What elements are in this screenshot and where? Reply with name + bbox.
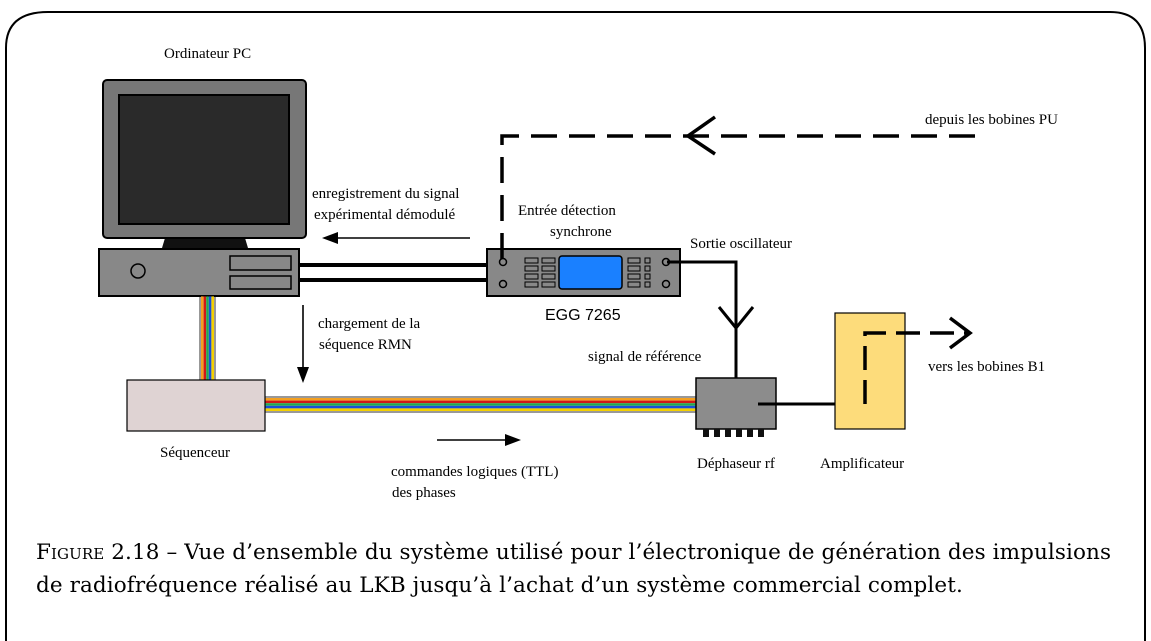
caption-separator: – [159, 540, 185, 565]
label-to-b1-coils: vers les bobines B1 [928, 359, 1045, 375]
ribbon-wire-vertical [211, 296, 214, 380]
label-recording-line1: enregistrement du signal [312, 186, 459, 202]
sequencer-box [126, 379, 266, 432]
caption-text: Vue d’ensemble du système utilisé pour l… [36, 540, 1112, 598]
ribbon-wire-horizontal [265, 403, 708, 406]
lockin-input-connector [498, 257, 508, 267]
recording-arrow [322, 232, 470, 244]
ribbon-wire-horizontal [265, 400, 708, 404]
phase-shifter-pins [703, 429, 764, 437]
ribbon-wire-vertical [203, 296, 207, 380]
label-from-pu-coils: depuis les bobines PU [925, 112, 1058, 128]
lockin-lcd-display [558, 255, 623, 290]
rf-phase-shifter [695, 377, 777, 437]
label-rf-phase-shifter: Déphaseur rf [697, 456, 775, 472]
figure-caption: Figure 2.18 – Vue d’ensemble du système … [36, 536, 1126, 602]
label-sequencer: Séquenceur [160, 445, 230, 461]
ribbon-wire-vertical [201, 296, 204, 380]
label-oscillator-output: Sortie oscillateur [690, 236, 792, 252]
pc-unit [98, 248, 300, 297]
oscillator-reference-line [667, 260, 755, 390]
ribbon-cable-pc-sequencer [199, 295, 216, 381]
drive-bay-upper [229, 255, 292, 271]
label-computer: Ordinateur PC [164, 46, 251, 62]
pu-signal-dashed-line [500, 115, 975, 259]
pc-lockin-cable [299, 263, 488, 282]
amplifier-box [834, 312, 906, 430]
frame-border [5, 11, 1146, 641]
label-loading-line2: séquence RMN [319, 337, 412, 353]
label-recording-line2: expérimental démodulé [314, 207, 456, 223]
pu-signal-arrowhead [684, 115, 717, 156]
lockin-right-buttons [627, 257, 651, 288]
ribbon-wire-horizontal [265, 408, 708, 411]
caption-figure-label: Figure 2.18 [36, 540, 160, 565]
lockin-left-buttons [524, 257, 556, 288]
lockin-amplifier [486, 248, 681, 297]
drive-bay-lower [229, 275, 292, 290]
lockin-connector-lower-right [661, 279, 671, 289]
label-loading-line1: chargement de la [318, 316, 421, 332]
b1-output-dashed-line [863, 316, 973, 404]
label-lockin-model: EGG 7265 [545, 307, 621, 324]
label-amplifier: Amplificateur [820, 456, 904, 472]
ribbon-cable-sequencer-phaseshifter [264, 396, 709, 413]
label-reference-signal: signal de référence [588, 349, 702, 365]
label-logic-commands-line2: des phases [392, 485, 456, 501]
b1-output-arrowhead [948, 316, 973, 350]
logic-commands-arrow [437, 434, 521, 446]
reference-arrowhead [717, 306, 755, 331]
power-button-icon [130, 263, 146, 279]
lockin-connector-lower-left [498, 279, 508, 289]
label-logic-commands-line1: commandes logiques (TTL) [391, 464, 558, 480]
computer-monitor [102, 79, 307, 248]
label-sync-input-line1: Entrée détection [518, 203, 616, 219]
ribbon-wire-vertical [208, 296, 212, 380]
ribbon-wire-horizontal [265, 398, 708, 401]
loading-arrow [297, 305, 309, 383]
label-sync-input-line2: synchrone [550, 224, 612, 240]
ribbon-wire-horizontal [265, 405, 708, 409]
ribbon-wire-vertical [206, 296, 209, 380]
